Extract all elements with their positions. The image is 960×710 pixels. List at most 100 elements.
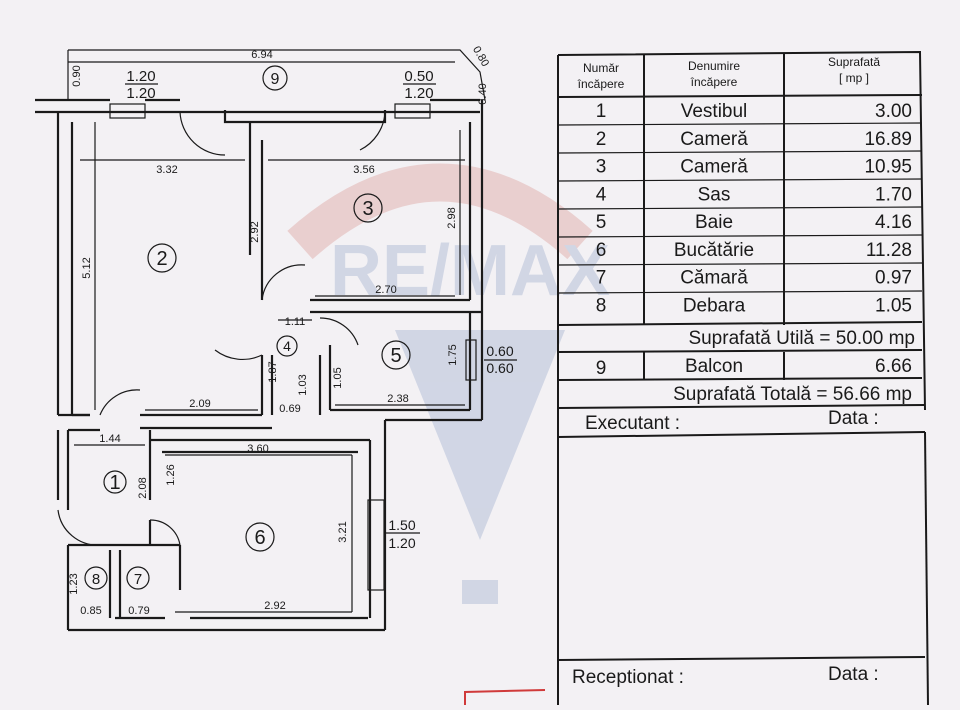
receptionat-date-label: Data :: [828, 664, 879, 685]
dim-room5-height: 1.05: [332, 367, 344, 388]
room-label-3: 3: [353, 193, 383, 223]
header-name-line1: Denumire: [688, 59, 740, 73]
receptionat-label: Receptionat :: [572, 667, 684, 688]
svg-text:2: 2: [156, 248, 167, 270]
table-row: 7 Cămară 0.97: [596, 268, 912, 289]
row-area: 1.05: [875, 295, 912, 316]
room-label-7: 7: [126, 566, 150, 590]
row-name: Bucătărie: [674, 240, 754, 261]
row-area: 4.16: [875, 212, 912, 233]
room-label-8: 8: [84, 566, 108, 590]
dim-room3-bottom: 2.70: [375, 284, 396, 296]
table-row: 5 Baie 4.16: [596, 212, 912, 233]
executant-date-label: Data :: [828, 408, 879, 429]
row-area: 11.28: [866, 240, 912, 261]
dim-window5-top: 0.60: [486, 343, 513, 359]
row-area: 10.95: [864, 157, 912, 178]
row-area: 1.70: [875, 184, 912, 205]
header-area-line1: Suprafată: [828, 55, 880, 69]
dim-room2-bottom: 2.09: [189, 398, 210, 410]
row-num: 6: [596, 240, 607, 261]
header-num-line2: încăpere: [577, 77, 625, 91]
dim-balcony-length: 6.94: [251, 49, 272, 61]
dim-room2-width: 3.32: [156, 164, 177, 176]
dim-room1-height: 2.08: [137, 477, 149, 498]
dim-room1-width: 1.44: [99, 433, 120, 445]
header-name-line2: încăpere: [690, 75, 738, 89]
room-label-5: 5: [381, 340, 411, 370]
svg-text:5: 5: [390, 345, 401, 367]
room-label-1: 1: [103, 470, 127, 494]
row-name: Baie: [695, 212, 733, 233]
dim-window2-bottom: 1.20: [404, 85, 433, 102]
dim-window1-top: 1.20: [126, 68, 155, 85]
dimension-labels: 6.94 0.90 0.80 0.40 1.20 1.20 0.50 1.20 …: [68, 44, 517, 617]
header-num-line1: Număr: [583, 61, 619, 75]
row-name: Cameră: [680, 129, 748, 150]
row-name: Vestibul: [681, 101, 748, 122]
dim-room6-h2: 3.21: [337, 521, 349, 542]
svg-text:8: 8: [92, 571, 100, 588]
dim-room7-width: 0.79: [128, 605, 149, 617]
svg-text:1: 1: [109, 472, 120, 494]
row-name: Cameră: [680, 157, 748, 178]
dim-window6-top: 1.50: [388, 517, 415, 533]
grand-total: Suprafată Totală = 56.66 mp: [673, 384, 912, 405]
room-label-4: 4: [276, 335, 298, 357]
row-num: 8: [596, 295, 607, 316]
row-num: 5: [596, 212, 607, 233]
row-num: 1: [596, 101, 607, 122]
dim-room3-height: 2.98: [446, 207, 458, 228]
row-name: Sas: [698, 184, 731, 205]
balcony-area: 6.66: [875, 356, 912, 377]
dim-room4-h2: 1.03: [297, 374, 309, 395]
table-row: 6 Bucătărie 11.28: [596, 240, 912, 261]
dim-room3-width: 3.56: [353, 164, 374, 176]
dim-window5-bottom: 0.60: [486, 360, 513, 376]
room-label-6: 6: [245, 522, 275, 552]
area-table: Număr încăpere Denumire încăpere Suprafa…: [557, 50, 929, 706]
useful-total: Suprafată Utilă = 50.00 mp: [688, 328, 915, 349]
dim-room4-bottom: 0.69: [279, 403, 300, 415]
svg-text:7: 7: [134, 571, 142, 588]
balcony-name: Balcon: [685, 356, 743, 377]
row-num: 4: [596, 184, 607, 205]
dim-window2-top: 0.50: [404, 68, 433, 85]
dim-balcony-side: 0.40: [477, 83, 489, 104]
dim-room5-bottom: 2.38: [387, 393, 408, 405]
dim-room5-side: 1.75: [447, 344, 459, 365]
svg-text:9: 9: [271, 71, 280, 88]
dim-window6-bottom: 1.20: [388, 535, 415, 551]
room-label-9: 9: [262, 65, 288, 91]
row-num: 2: [596, 129, 607, 150]
table-row: 4 Sas 1.70: [596, 184, 912, 205]
dim-window1-bottom: 1.20: [126, 85, 155, 102]
room-labels: 1 2 3 4 5 6 7 8 9: [84, 65, 411, 590]
header-area-line2: [ mp ]: [839, 71, 869, 85]
stamp-fragment: [464, 689, 546, 705]
dim-room8-width: 0.85: [80, 605, 101, 617]
table-row: 3 Cameră 10.95: [596, 157, 912, 178]
row-area: 3.00: [875, 101, 912, 122]
balcony-num: 9: [596, 358, 607, 379]
dim-room6-h1: 1.26: [165, 464, 177, 485]
dim-room2-height: 5.12: [81, 257, 93, 278]
dim-room4-width: 1.11: [285, 316, 306, 328]
dim-room4-h1: 1.87: [267, 361, 279, 382]
dim-room6-width: 3.60: [247, 443, 268, 455]
row-num: 7: [596, 268, 607, 289]
row-area: 0.97: [875, 268, 912, 289]
dim-balcony-depth: 0.90: [71, 65, 83, 86]
row-num: 3: [596, 157, 607, 178]
row-name: Cămară: [680, 268, 748, 289]
svg-text:3: 3: [362, 198, 373, 220]
dim-room8-height: 1.23: [68, 573, 80, 594]
table-row: 1 Vestibul 3.00: [596, 101, 912, 122]
room-label-2: 2: [147, 243, 177, 273]
dim-room2-inner: 2.92: [249, 221, 261, 242]
row-area: 16.89: [864, 129, 912, 150]
